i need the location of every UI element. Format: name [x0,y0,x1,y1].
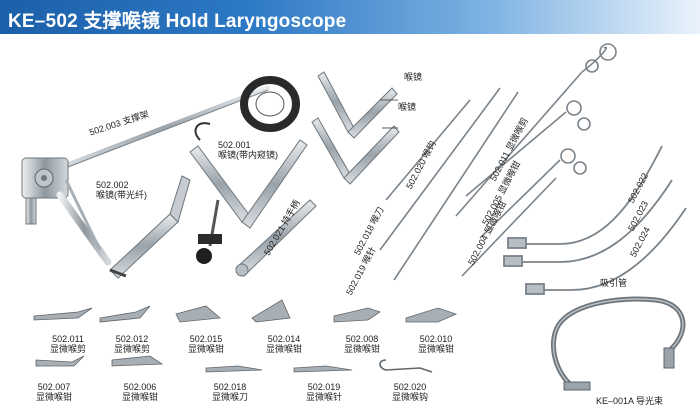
page-title: KE–502 支撑喉镜 Hold Laryngoscope [8,11,347,32]
label-laryngoscope-endoscope: 502.001 喉镜(带内窥镜) [218,140,278,160]
label-suction: 吸引管 [600,278,628,288]
thumbnail-tips [33,299,458,373]
laryngoscope-endoscope-image [189,122,308,264]
support-frame-image [21,76,300,266]
label-laryngoscope-fiber: 502.002 喉镜(带光纤) [96,180,147,200]
long-instruments-image [379,43,617,281]
label-laryngoscope-a: 喉镜 [404,72,423,82]
laryngoscope-fiber-image [109,175,191,279]
laryngoscope-blades-image [311,71,400,185]
catalog-header: KE–502 支撑喉镜 Hold Laryngoscope [0,0,700,34]
label-light-cable: KE–001A 导光束 [596,396,664,406]
label-laryngoscope-b: 喉镜 [398,102,417,112]
suction-tubes-image [503,145,687,295]
handle-image [235,199,317,277]
light-cable-image [550,296,686,391]
